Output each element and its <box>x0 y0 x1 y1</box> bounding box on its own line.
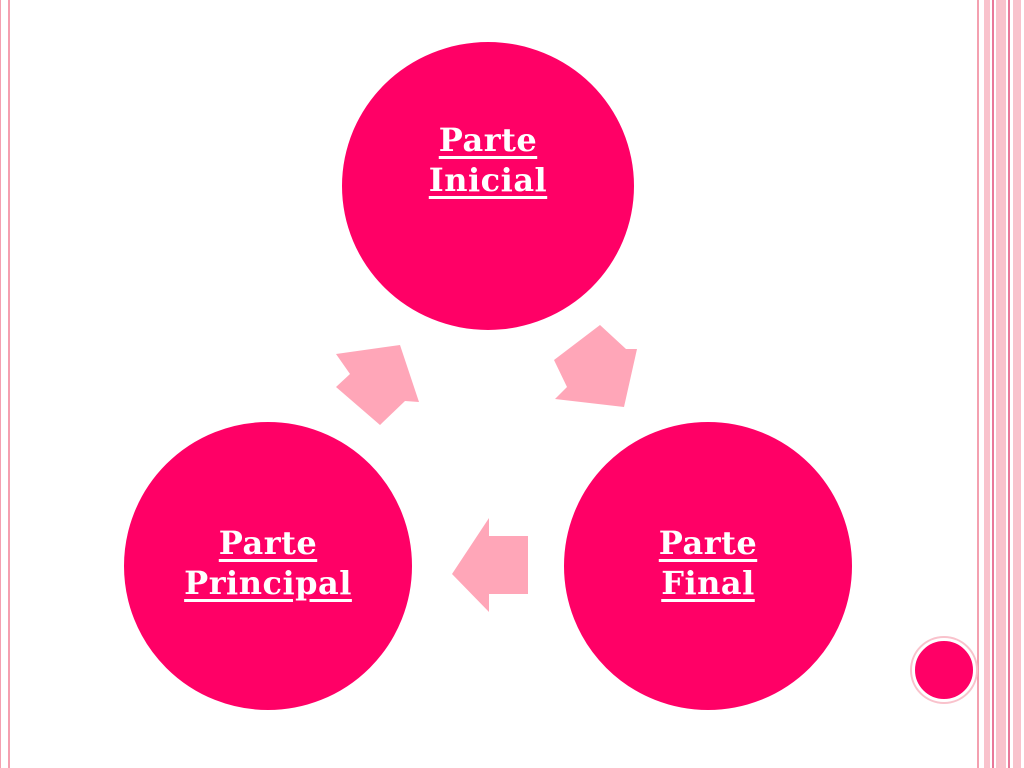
right-border-stripe <box>977 0 979 768</box>
node-parte-final: Parte Final <box>562 420 854 712</box>
arrow-final-to-principal <box>452 518 528 612</box>
node-parte-principal: Parte Principal <box>122 420 414 712</box>
right-border-stripe <box>1008 0 1010 768</box>
left-border-line <box>0 0 1 768</box>
right-border-stripe <box>1013 0 1021 768</box>
decorative-dot <box>912 638 976 702</box>
node-label: Parte Final <box>658 524 758 602</box>
right-border-stripe <box>992 0 994 768</box>
right-border-stripe <box>996 0 1006 768</box>
node-parte-inicial: Parte Inicial <box>340 40 636 332</box>
arrow-principal-to-inicial <box>336 345 419 425</box>
arrow-inicial-to-final <box>554 325 637 407</box>
node-label: Parte Inicial <box>428 121 548 199</box>
node-label: Parte Principal <box>184 524 352 602</box>
right-border-stripe <box>984 0 990 768</box>
left-border-line <box>8 0 10 768</box>
